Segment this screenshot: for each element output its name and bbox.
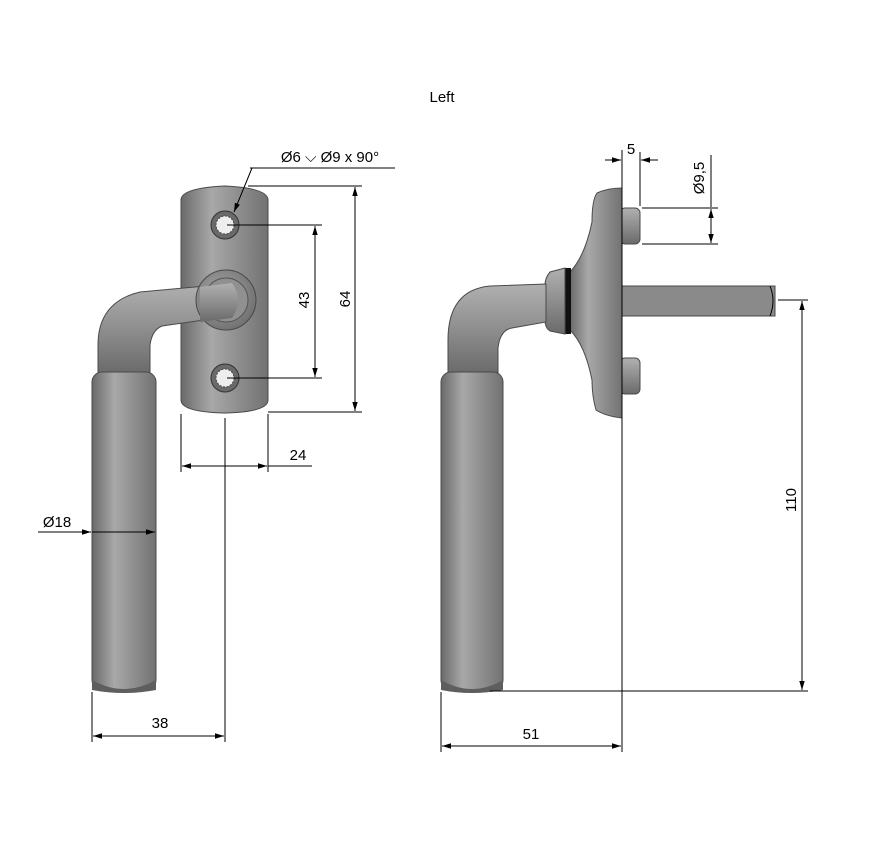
grip xyxy=(91,371,157,691)
seal-ring xyxy=(565,268,571,334)
dim-handle-length: 110 xyxy=(783,488,800,512)
pin-bottom xyxy=(619,357,641,395)
dim-plate-height: 64 xyxy=(337,291,354,308)
pin-top xyxy=(619,207,641,245)
dim-pin-diameter: Ø9,5 xyxy=(691,162,708,195)
handle-arm-end xyxy=(200,283,238,322)
dim-handle-offset: 38 xyxy=(152,715,169,732)
dim-hole-spacing: 43 xyxy=(296,292,313,309)
dim-grip-diameter: Ø18 xyxy=(43,514,71,531)
front-view: Ø6 ⌵ Ø9 x 90° 64 43 24 38 Ø18 xyxy=(38,149,395,742)
dim-plate-width: 24 xyxy=(290,447,307,464)
dim-pin-length: 5 xyxy=(627,141,635,158)
side-view: 5 Ø9,5 110 51 xyxy=(440,141,808,752)
dim-projection: 51 xyxy=(523,726,540,743)
hole-callout: Ø6 ⌵ Ø9 x 90° xyxy=(281,149,379,166)
side-grip xyxy=(440,371,504,691)
rosette xyxy=(569,187,623,419)
screw-hole-top xyxy=(210,210,240,240)
side-arm xyxy=(447,283,547,375)
spindle xyxy=(619,285,776,317)
collar xyxy=(544,267,566,335)
view-title: Left xyxy=(429,89,455,106)
